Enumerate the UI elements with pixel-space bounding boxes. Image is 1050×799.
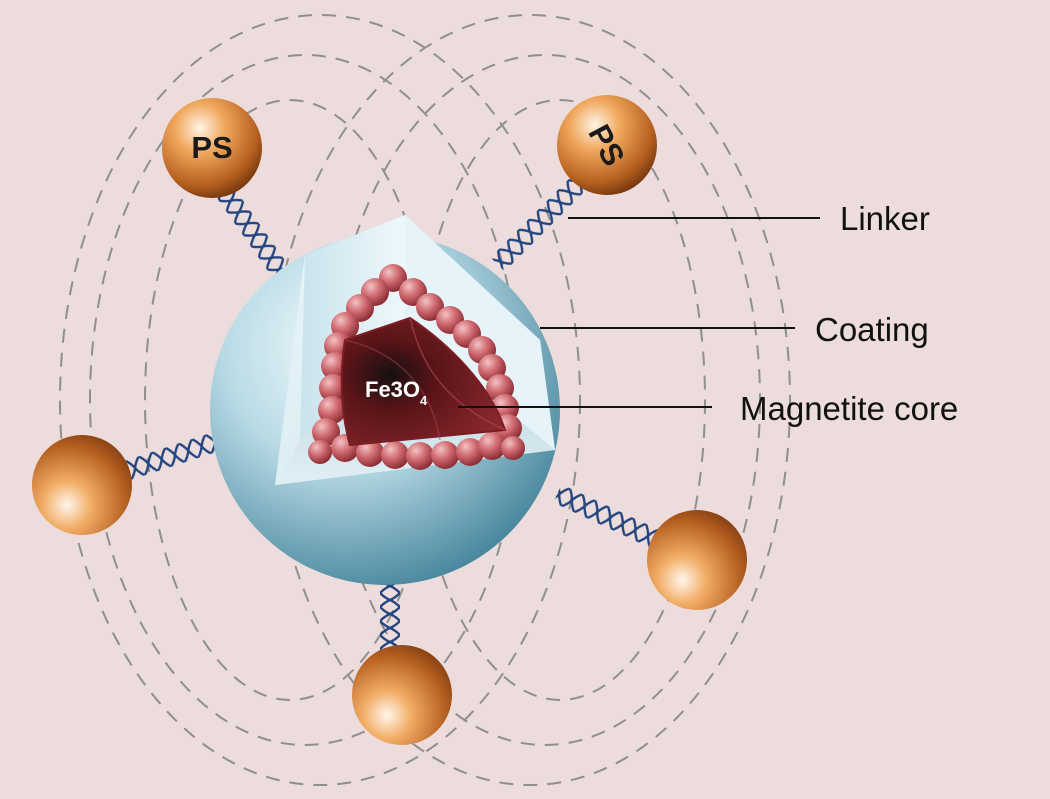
field-line xyxy=(269,14,791,786)
core-formula: Fe3O4 xyxy=(365,377,428,408)
particle-sphere xyxy=(352,645,452,745)
ps-particle: PS xyxy=(557,95,657,195)
ps-particles: PS PS xyxy=(32,95,747,745)
particle-sphere xyxy=(647,510,747,610)
linker-helix xyxy=(116,427,234,483)
field-line xyxy=(59,14,581,786)
linker-label: Linker xyxy=(840,200,930,237)
magnetite-core: Fe3O4 xyxy=(308,264,525,470)
particle-sphere xyxy=(32,435,132,535)
leader-lines xyxy=(458,217,820,408)
coating-label: Coating xyxy=(815,311,929,348)
linker-helix xyxy=(212,180,298,290)
linker-helix xyxy=(490,172,590,272)
linker-helix xyxy=(553,484,667,552)
ps-label: PS xyxy=(191,130,232,165)
core-label: Magnetite core xyxy=(740,390,958,427)
ps-particle: PS xyxy=(162,98,262,198)
linkers xyxy=(116,172,667,658)
